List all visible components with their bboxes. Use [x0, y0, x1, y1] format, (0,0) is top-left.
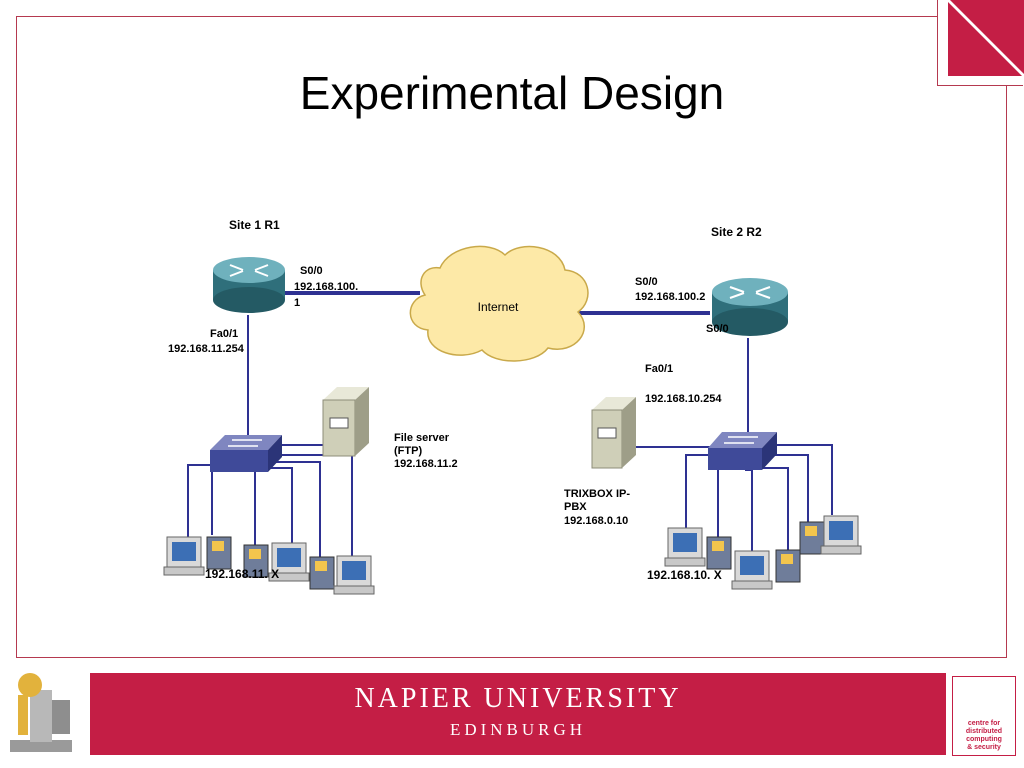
ip-phone-site1-a-icon: [206, 536, 232, 570]
link-s1-pc1: [187, 464, 212, 545]
switch-site2-icon: [708, 432, 777, 470]
site2-serial-ip: 192.168.100.2: [635, 291, 706, 303]
ip-phone-site2-c-icon: [799, 521, 825, 555]
internet-label: Internet: [477, 300, 519, 314]
router-site1-icon: [213, 257, 285, 313]
file-server-label-line1: File server: [394, 432, 450, 444]
link-s1-pc2: [268, 467, 293, 545]
pbx-label-line2: PBX: [564, 501, 587, 513]
site2-lan-ip: 192.168.10.254: [645, 393, 722, 405]
network-links: [187, 291, 833, 560]
pc-site1-b-icon: [268, 542, 310, 582]
site1-lan-port: Fa0/1: [210, 328, 239, 340]
link-s2-pc3: [775, 444, 833, 515]
ip-phone-site2-b-icon: [775, 549, 801, 583]
site1-serial-ip-line1: 192.168.100.: [294, 281, 359, 293]
site1-serial-ip-line2: 1: [294, 297, 301, 309]
pc-site2-c-icon: [820, 515, 862, 555]
university-city: EDINBURGH: [449, 720, 587, 739]
corner-fold: [948, 2, 1022, 76]
link-s2-phone2: [760, 467, 789, 550]
cdcs-line4: & security: [967, 744, 1001, 751]
microscope-logo-icon: [10, 673, 72, 752]
site2-lan-port: Fa0/1: [645, 363, 674, 375]
cdcs-logo-text: centre for distributed computing & secur…: [953, 720, 1015, 752]
site2-serial-port-top: S0/0: [635, 276, 658, 288]
link-s2-pc1: [685, 454, 710, 530]
pc-site2-a-icon: [664, 527, 706, 567]
pc-site1-c-icon: [333, 555, 375, 595]
cdcs-logo: centre for distributed computing & secur…: [952, 676, 1016, 756]
ip-phone-site1-c-icon: [309, 556, 335, 590]
university-name: NAPIER UNIVERSITY: [354, 683, 682, 714]
ip-phone-site1-b-icon: [243, 544, 269, 578]
router-site2-icon: [712, 278, 788, 336]
site1-serial-port: S0/0: [300, 265, 323, 277]
link-s2-phone3: [770, 454, 809, 525]
site2-router-label: Site 2 R2: [711, 225, 762, 239]
pbx-label-line1: TRIXBOX IP-: [564, 488, 631, 500]
site1-lan-ip: 192.168.11.254: [168, 343, 244, 355]
file-server-label-line2: (FTP): [394, 445, 423, 457]
site2-hosts-label: 192.168.10. X: [647, 568, 722, 582]
internet-cloud: [409, 245, 589, 362]
cdcs-line3: computing: [966, 736, 1002, 743]
cdcs-line2: distributed: [965, 728, 1003, 735]
footer-banner: [90, 673, 946, 755]
switch-site1-icon: [210, 435, 282, 472]
link-s1-phone1: [211, 469, 222, 535]
file-server-icon: [322, 387, 369, 457]
pc-site2-b-icon: [731, 550, 773, 590]
corner-triangle: [950, 0, 1024, 74]
file-server-ip: 192.168.11.2: [394, 458, 458, 470]
pbx-server-icon: [591, 397, 636, 469]
pbx-ip: 192.168.0.10: [564, 515, 629, 527]
link-s2-pc2: [745, 469, 753, 553]
link-s1-phone3: [275, 461, 321, 558]
site1-hosts-label: 192.168.11. X: [205, 567, 280, 581]
site1-router-label: Site 1 R1: [229, 218, 280, 232]
site2-serial-port-bottom: S0/0: [706, 323, 729, 335]
pc-site1-a-icon: [163, 536, 205, 576]
slide-title: Experimental Design: [299, 67, 725, 119]
ip-phone-site2-a-icon: [706, 536, 732, 570]
cdcs-line1: centre for: [967, 720, 1001, 727]
